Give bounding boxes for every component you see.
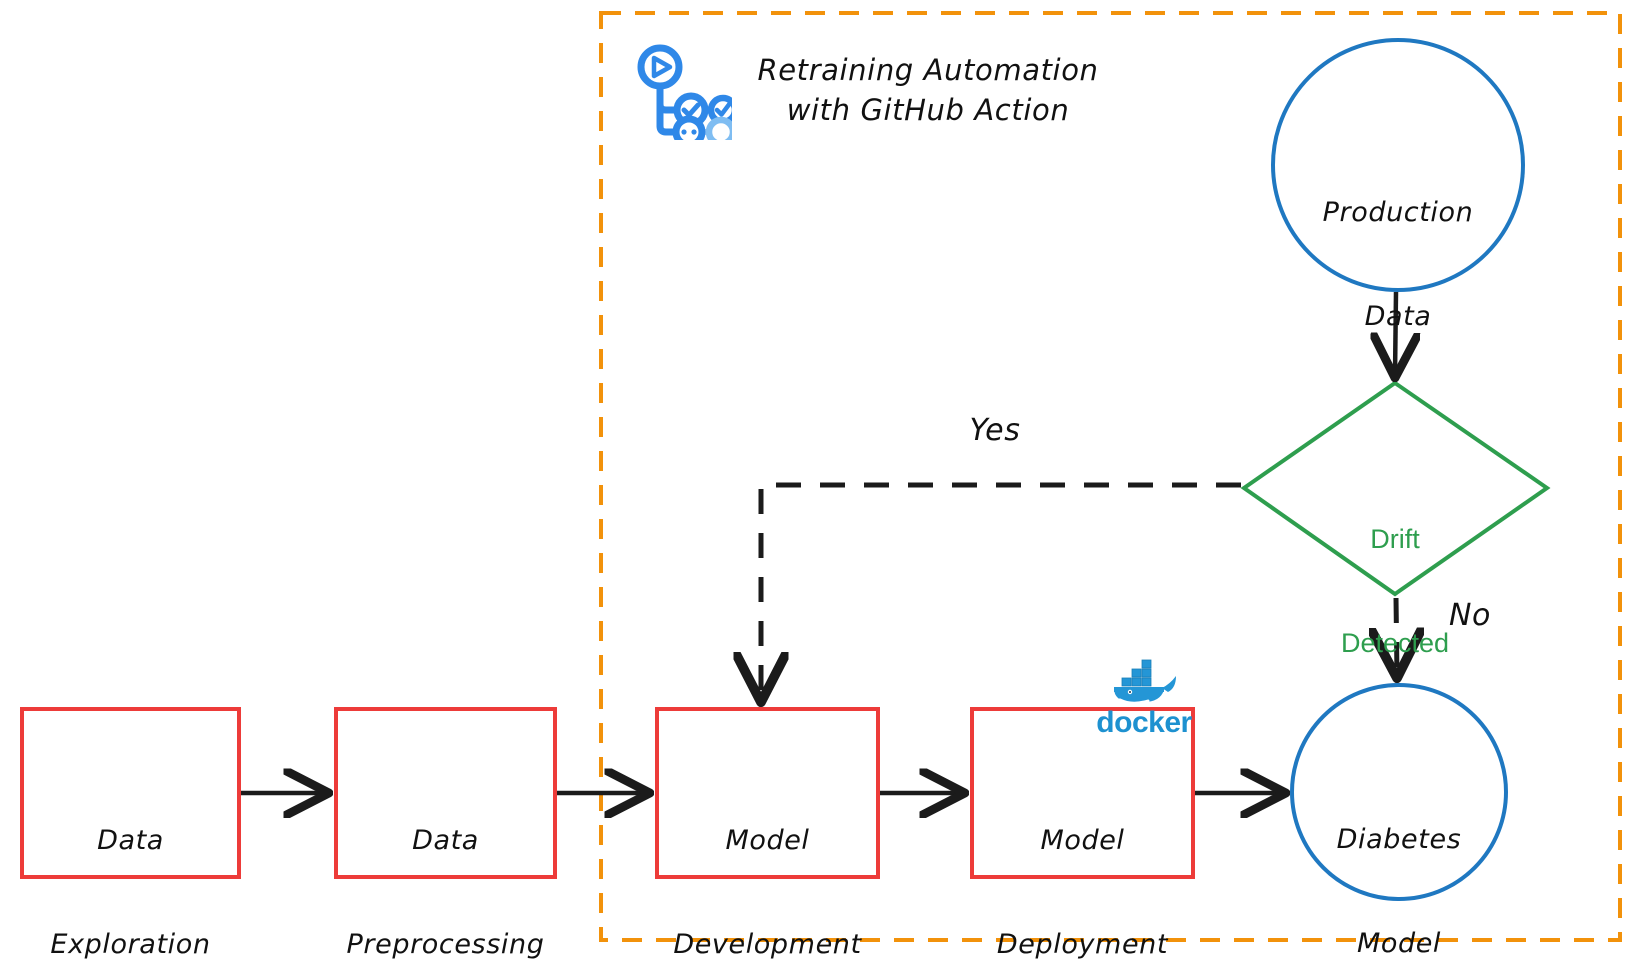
- edge-drift-yes-to-development: [761, 482, 1241, 700]
- group-title: Retraining Automation with GitHub Action: [748, 50, 1108, 130]
- retraining-automation-group-frame: [599, 11, 1622, 942]
- node-diabetes-model-shape[interactable]: [1290, 683, 1508, 901]
- edge-production-data-to-drift-detected: [1395, 291, 1396, 376]
- docker-wordmark: docker: [1096, 706, 1192, 739]
- docker-whale-icon: [1106, 644, 1180, 706]
- node-model-deployment-shape[interactable]: [970, 707, 1195, 879]
- node-model-development-shape[interactable]: [655, 707, 880, 879]
- github-actions-icon: [636, 44, 739, 149]
- group-title-line2: with GitHub Action: [786, 93, 1070, 128]
- edge-drift-no-to-diabetes-model: [1396, 597, 1397, 676]
- node-data-exploration-shape[interactable]: [20, 707, 241, 879]
- node-production-data-shape[interactable]: [1271, 38, 1525, 292]
- group-title-line1: Retraining Automation: [757, 53, 1099, 87]
- node-data-preprocessing-shape[interactable]: [334, 707, 557, 879]
- node-drift-detected-shape[interactable]: [1240, 380, 1551, 597]
